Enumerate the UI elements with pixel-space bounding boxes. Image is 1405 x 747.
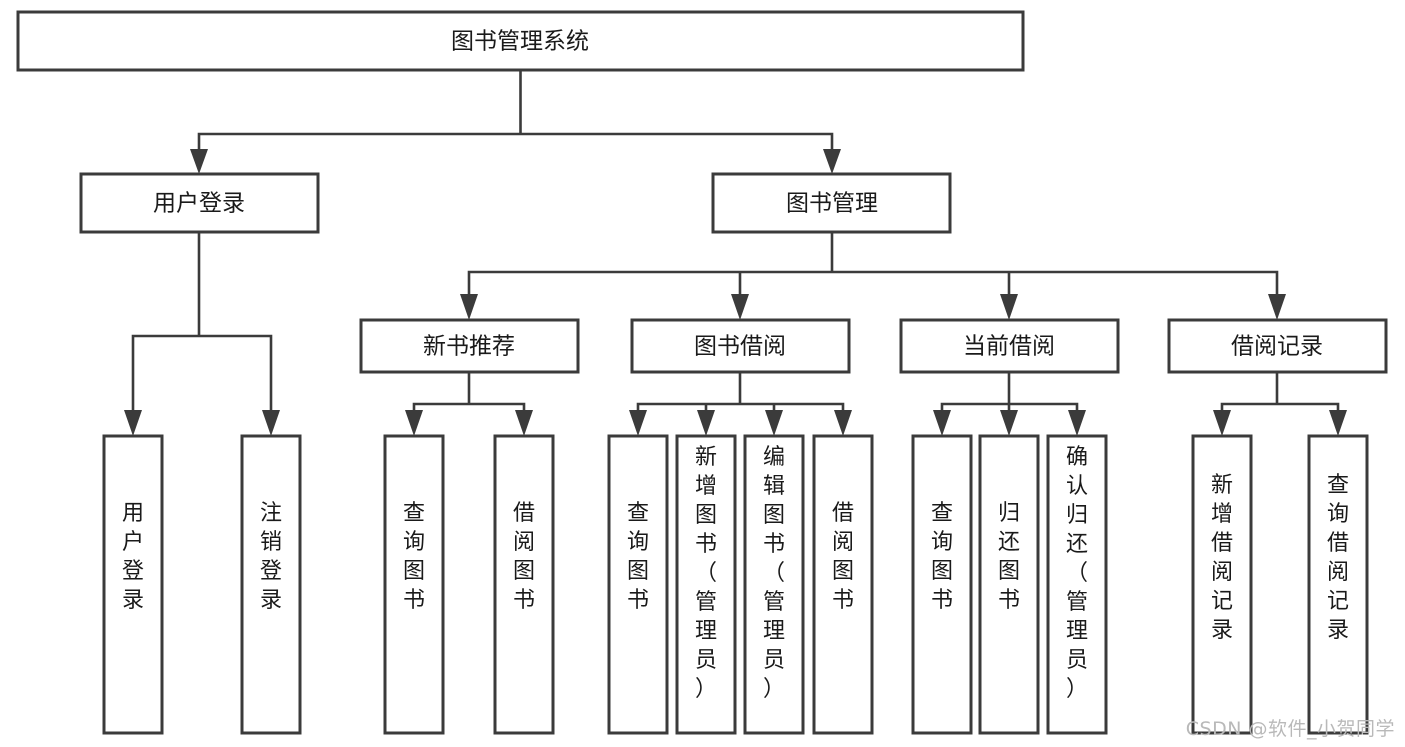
arrow-to-leaf-logout xyxy=(262,410,280,436)
node-new-book-rec[interactable]: 新书推荐 xyxy=(359,318,580,374)
node-borrow-record-box[interactable] xyxy=(1167,318,1388,374)
link-borrowrecord-bus xyxy=(1220,370,1340,416)
node-leaf-add-book-label: 新增图书（管理员） xyxy=(695,445,717,702)
node-leaf-return-book[interactable]: 归还图书 xyxy=(978,434,1040,735)
node-leaf-query-book-1-box[interactable] xyxy=(383,434,445,735)
arrow-to-new-book-rec xyxy=(460,294,478,320)
node-leaf-borrow-book-2[interactable]: 借阅图书 xyxy=(812,434,874,735)
node-leaf-query-book-3-label: 查询图书 xyxy=(931,501,953,613)
arrow-to-leaf-query-book-2 xyxy=(629,410,647,436)
node-book-manage-box[interactable] xyxy=(711,172,952,234)
node-leaf-confirm-return[interactable]: 确认归还（管理员） xyxy=(1046,434,1108,735)
node-leaf-query-record[interactable]: 查询借阅记录 xyxy=(1307,434,1369,735)
arrow-to-book-borrow xyxy=(731,294,749,320)
connectors xyxy=(124,68,1347,436)
link-userlogin-bus xyxy=(131,230,273,414)
arrow-to-current-borrow xyxy=(1000,294,1018,320)
node-leaf-query-book-2-box[interactable] xyxy=(607,434,669,735)
arrow-to-leaf-query-record xyxy=(1329,410,1347,436)
arrow-to-leaf-query-book-3 xyxy=(933,410,951,436)
node-current-borrow-box[interactable] xyxy=(899,318,1120,374)
leaf-nodes: 用户登录 注销登录 查询图书 借阅图书 查询图书 新增图书 xyxy=(102,434,1369,735)
link-bookmanage-bus xyxy=(467,230,1279,298)
arrow-to-leaf-borrow-book-1 xyxy=(515,410,533,436)
node-leaf-borrow-book-2-label: 借阅图书 xyxy=(832,501,854,613)
link-currentborrow-bus xyxy=(940,370,1079,416)
node-leaf-edit-book[interactable]: 编辑图书（管理员） xyxy=(743,434,805,735)
node-book-borrow[interactable]: 图书借阅 xyxy=(630,318,851,374)
arrow-to-leaf-add-book xyxy=(697,410,715,436)
node-leaf-add-record-label: 新增借阅记录 xyxy=(1211,473,1233,643)
node-current-borrow[interactable]: 当前借阅 xyxy=(899,318,1120,374)
link-bookborrow-bus xyxy=(636,370,845,416)
node-new-book-rec-box[interactable] xyxy=(359,318,580,374)
node-user-login-label: 用户登录 xyxy=(153,191,245,217)
node-leaf-logout-box[interactable] xyxy=(240,434,302,735)
arrow-to-user-login xyxy=(190,149,208,174)
arrow-to-leaf-add-record xyxy=(1213,410,1231,436)
node-leaf-edit-book-label: 编辑图书（管理员） xyxy=(763,445,785,702)
node-leaf-query-record-box[interactable] xyxy=(1307,434,1369,735)
node-leaf-query-book-2-label: 查询图书 xyxy=(627,501,649,613)
node-borrow-record-label: 借阅记录 xyxy=(1231,334,1323,360)
node-user-login[interactable]: 用户登录 xyxy=(79,172,320,234)
csdn-watermark: CSDN @软件_小贺同学 xyxy=(1185,718,1395,740)
arrow-to-book-manage xyxy=(823,149,841,174)
node-leaf-query-book-1[interactable]: 查询图书 xyxy=(383,434,445,735)
node-leaf-query-book-3[interactable]: 查询图书 xyxy=(911,434,973,735)
node-leaf-add-record[interactable]: 新增借阅记录 xyxy=(1191,434,1253,735)
node-root-box[interactable] xyxy=(16,10,1025,72)
node-user-login-box[interactable] xyxy=(79,172,320,234)
node-leaf-return-book-label: 归还图书 xyxy=(998,501,1020,613)
link-root-bus xyxy=(197,68,834,162)
node-leaf-logout-label: 注销登录 xyxy=(260,501,282,613)
node-leaf-user-login-box[interactable] xyxy=(102,434,164,735)
node-leaf-query-book-2[interactable]: 查询图书 xyxy=(607,434,669,735)
node-borrow-record[interactable]: 借阅记录 xyxy=(1167,318,1388,374)
arrow-to-leaf-borrow-book-2 xyxy=(834,410,852,436)
arrow-to-leaf-query-book-1 xyxy=(405,410,423,436)
arrow-to-leaf-user-login xyxy=(124,410,142,436)
node-leaf-query-book-3-box[interactable] xyxy=(911,434,973,735)
arrow-to-leaf-edit-book xyxy=(765,410,783,436)
node-leaf-confirm-return-label: 确认归还（管理员） xyxy=(1066,445,1088,702)
node-leaf-add-record-box[interactable] xyxy=(1191,434,1253,735)
node-root-label: 图书管理系统 xyxy=(451,29,589,55)
link-newbookrec-bus xyxy=(412,370,526,416)
node-leaf-borrow-book-1[interactable]: 借阅图书 xyxy=(493,434,555,735)
node-book-borrow-box[interactable] xyxy=(630,318,851,374)
node-leaf-edit-book-box[interactable] xyxy=(743,434,805,735)
node-leaf-query-book-1-label: 查询图书 xyxy=(403,501,425,613)
node-book-borrow-label: 图书借阅 xyxy=(694,334,786,360)
node-current-borrow-label: 当前借阅 xyxy=(963,334,1055,360)
node-new-book-rec-label: 新书推荐 xyxy=(423,334,515,360)
node-leaf-user-login[interactable]: 用户登录 xyxy=(102,434,164,735)
arrow-to-leaf-return-book xyxy=(1000,410,1018,436)
node-leaf-confirm-return-box[interactable] xyxy=(1046,434,1108,735)
node-leaf-add-book-box[interactable] xyxy=(675,434,737,735)
arrow-to-leaf-confirm-return xyxy=(1068,410,1086,436)
node-leaf-return-book-box[interactable] xyxy=(978,434,1040,735)
node-book-manage[interactable]: 图书管理 xyxy=(711,172,952,234)
node-leaf-query-record-label: 查询借阅记录 xyxy=(1327,473,1349,643)
node-leaf-borrow-book-1-label: 借阅图书 xyxy=(513,501,535,613)
arrow-to-borrow-record xyxy=(1268,294,1286,320)
node-leaf-logout[interactable]: 注销登录 xyxy=(240,434,302,735)
node-leaf-add-book[interactable]: 新增图书（管理员） xyxy=(675,434,737,735)
node-leaf-borrow-book-2-box[interactable] xyxy=(812,434,874,735)
node-leaf-user-login-label: 用户登录 xyxy=(122,501,144,613)
node-leaf-borrow-book-1-box[interactable] xyxy=(493,434,555,735)
node-book-manage-label: 图书管理 xyxy=(786,191,878,217)
node-root[interactable]: 图书管理系统 xyxy=(16,10,1025,72)
